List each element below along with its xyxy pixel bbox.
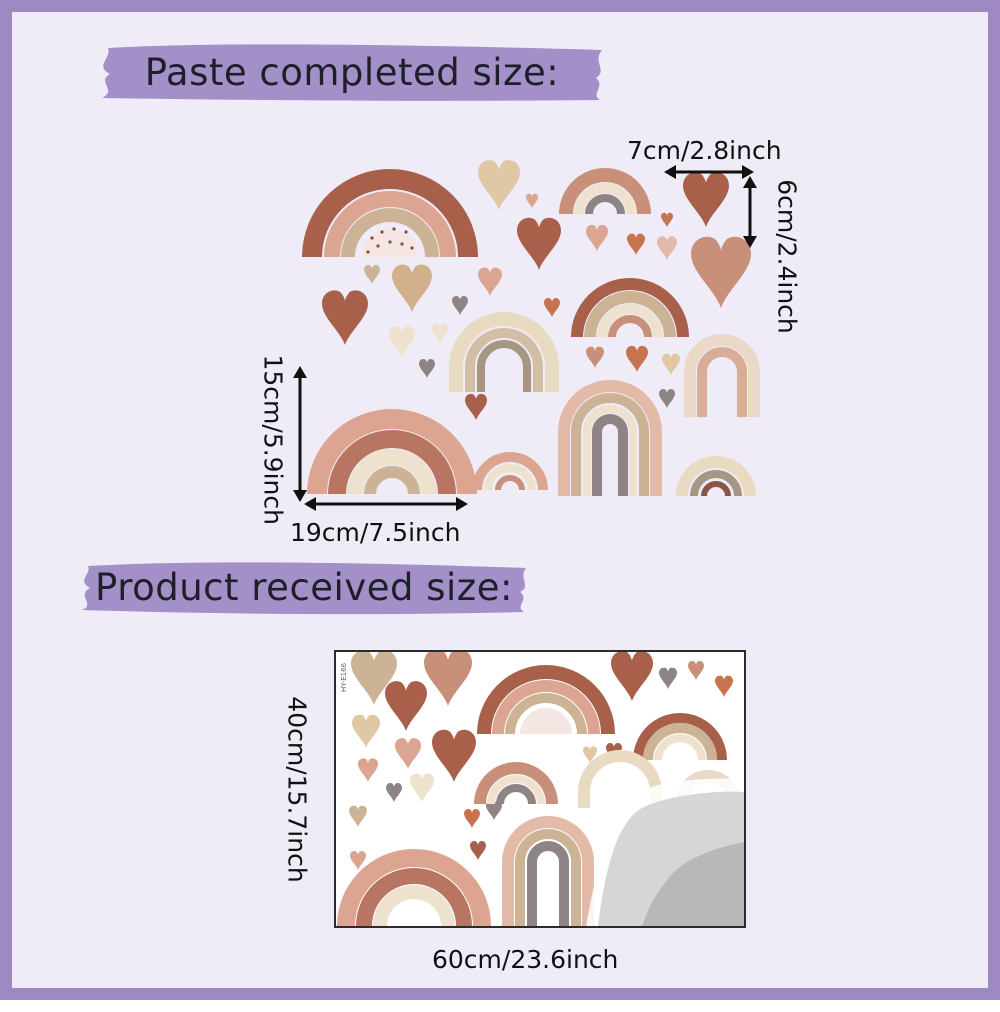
completed-size-banner: Paste completed size: bbox=[92, 40, 612, 104]
rainbow-icon bbox=[337, 665, 740, 926]
rainbow-icon bbox=[472, 452, 548, 491]
brush-stroke-shape bbox=[82, 562, 526, 615]
small-heart-width-label: 7cm/2.8inch bbox=[627, 136, 782, 165]
big-rainbow-height-label: 15cm/5.9inch bbox=[258, 354, 288, 525]
rainbow-icon bbox=[684, 334, 760, 417]
rainbow-icon bbox=[676, 456, 756, 497]
sheet-height-label: 40cm/15.7inch bbox=[282, 696, 312, 883]
sheet-width-label: 60cm/23.6inch bbox=[432, 945, 619, 974]
measure-arrow-icon bbox=[293, 165, 757, 511]
rainbow-icon bbox=[307, 409, 477, 495]
product-sticker-sheet: HY-E166 bbox=[334, 650, 746, 928]
rainbow-icon bbox=[302, 169, 478, 258]
rainbow-icon bbox=[559, 168, 651, 215]
sticker-illustration bbox=[293, 160, 760, 511]
brush-stroke-shape bbox=[102, 44, 602, 101]
completed-size-label: Paste completed size: bbox=[144, 50, 560, 94]
small-heart-height-label: 6cm/2.4inch bbox=[772, 179, 802, 334]
sku-label: HY-E166 bbox=[340, 662, 348, 692]
sheet-illustration bbox=[337, 652, 744, 926]
rainbow-icon bbox=[571, 278, 689, 338]
received-size-label: Product received size: bbox=[95, 565, 513, 609]
rainbow-icon bbox=[558, 380, 662, 496]
peeled-corner-icon bbox=[586, 778, 744, 926]
received-size-banner: Product received size: bbox=[74, 558, 534, 616]
rainbow-icon bbox=[449, 312, 559, 392]
big-rainbow-width-label: 19cm/7.5inch bbox=[290, 518, 461, 547]
